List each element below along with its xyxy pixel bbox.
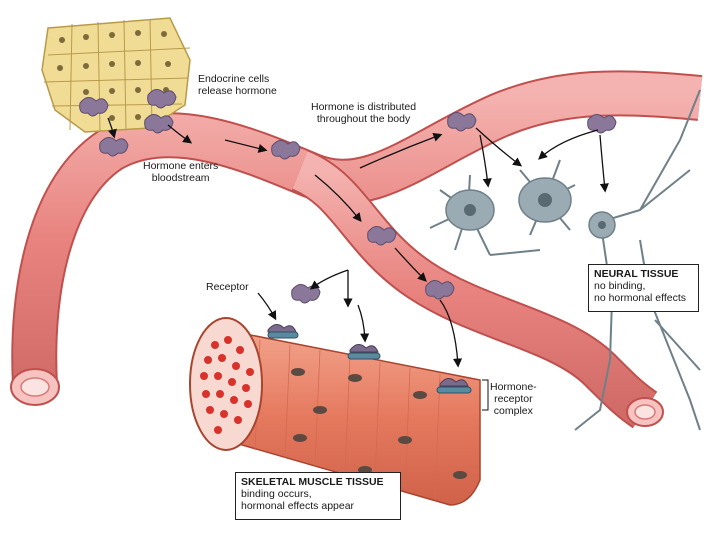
label-endocrine: Endocrine cells release hormone — [198, 73, 277, 97]
label-distributed-line2: throughout the body — [316, 113, 411, 125]
label-complex-line2: receptor — [494, 393, 533, 405]
label-enters: Hormone enters bloodstream — [143, 160, 218, 184]
neural-tissue — [429, 89, 701, 431]
muscle-box-title: SKELETAL MUSCLE TISSUE — [241, 476, 384, 488]
label-enters-line2: bloodstream — [151, 172, 210, 184]
blood-vessel — [10, 70, 703, 429]
endocrine-cells — [41, 17, 191, 133]
label-complex: Hormone- receptor complex — [490, 381, 537, 417]
neural-box-line2: no hormonal effects — [594, 292, 687, 304]
label-enters-line1: Hormone enters — [143, 160, 219, 172]
skeletal-muscle-tissue — [189, 317, 481, 506]
muscle-tissue-box: SKELETAL MUSCLE TISSUE binding occurs, h… — [235, 472, 401, 520]
muscle-box-line2: hormonal effects appear — [241, 500, 355, 512]
label-complex-line1: Hormone- — [490, 381, 537, 393]
neural-box-title: NEURAL TISSUE — [594, 268, 679, 280]
neural-box-line1: no binding, — [594, 280, 646, 292]
neural-tissue-box: NEURAL TISSUE no binding, no hormonal ef… — [588, 264, 699, 312]
hormone-molecules — [79, 89, 617, 304]
label-distributed: Hormone is distributed throughout the bo… — [311, 101, 416, 125]
label-endocrine-line1: Endocrine cells — [198, 73, 270, 85]
label-receptor: Receptor — [206, 281, 249, 293]
label-complex-line3: complex — [493, 405, 533, 417]
muscle-box-line1: binding occurs, — [241, 488, 312, 500]
flow-arrows — [107, 117, 609, 368]
complex-bracket — [482, 379, 489, 411]
label-distributed-line1: Hormone is distributed — [311, 101, 417, 113]
label-endocrine-line2: release hormone — [198, 85, 277, 97]
